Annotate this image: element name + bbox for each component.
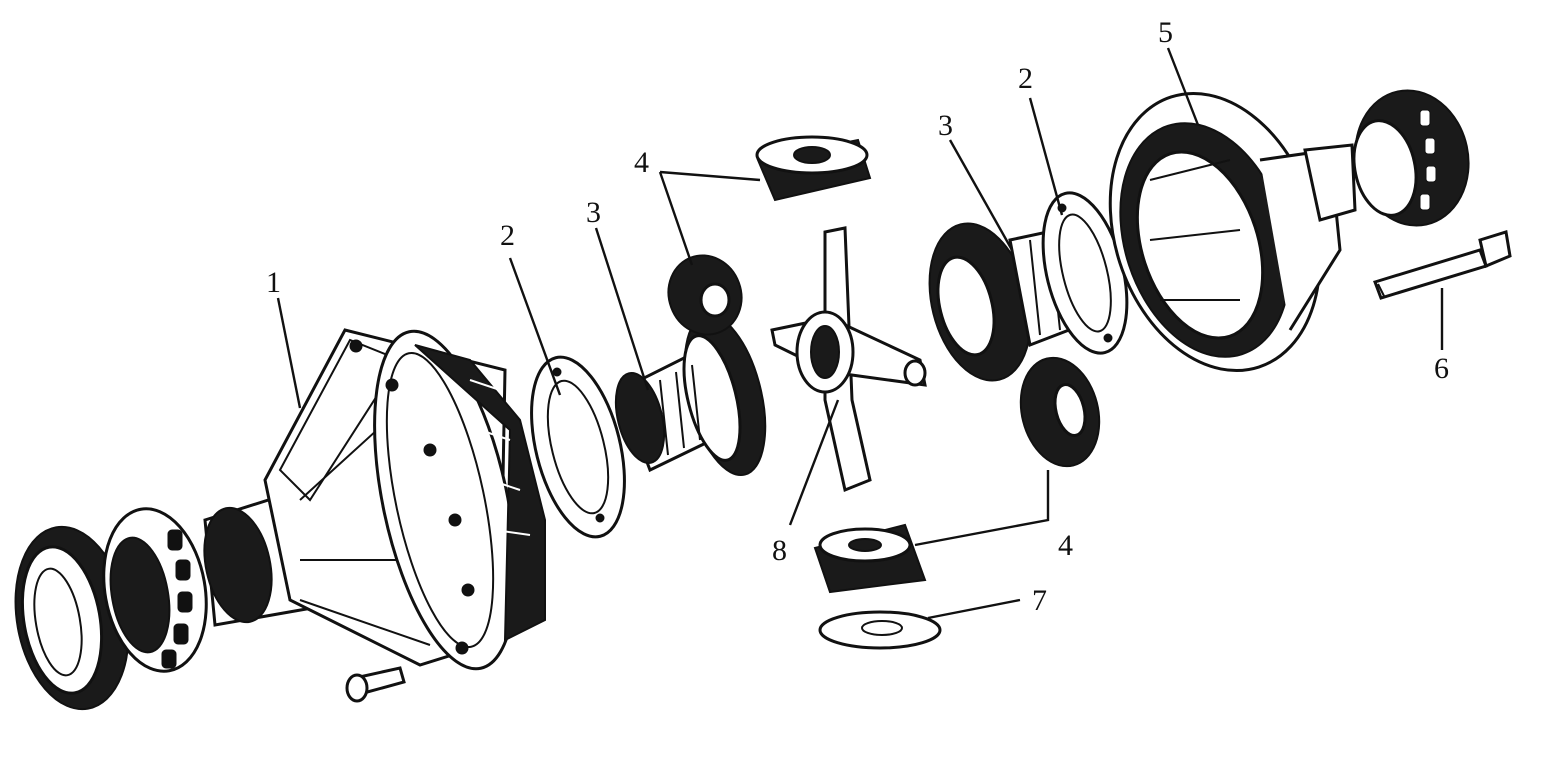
callout-6: 6 [1434, 352, 1449, 385]
pinion-gear-lower [813, 523, 927, 594]
thrust-washer-left [530, 355, 626, 539]
pinion-gear-lower-right [1019, 356, 1101, 468]
callout-5: 5 [1158, 16, 1173, 49]
spider-cross-shaft [770, 226, 927, 493]
leader-5 [1166, 47, 1200, 126]
callout-7: 7 [1032, 584, 1047, 617]
leader-8 [788, 399, 840, 526]
bearing-cone-left [102, 507, 208, 673]
leader-3-left [594, 227, 650, 391]
leader-4-bottom [914, 470, 1050, 547]
callout-labels: 1 2 3 4 3 2 5 6 4 7 8 [266, 16, 1449, 617]
differential-case [203, 328, 546, 671]
callout-4-top: 4 [634, 146, 649, 179]
callout-2-left: 2 [500, 219, 515, 252]
callout-1: 1 [266, 266, 281, 299]
callout-4-bottom: 4 [1058, 529, 1073, 562]
leader-1 [276, 297, 302, 409]
leader-4-top-b [658, 171, 694, 266]
bearing-right [1352, 89, 1470, 227]
side-gear-left [614, 313, 767, 477]
leader-4-top-a [659, 170, 761, 182]
callout-3-left: 3 [586, 196, 601, 229]
case-bolt [345, 666, 406, 703]
leader-lines [276, 47, 1444, 620]
pinion-thrust-washer [818, 610, 942, 650]
case-long-bolt [1373, 230, 1512, 300]
callout-2-right: 2 [1018, 62, 1033, 95]
leader-7 [927, 598, 1021, 620]
leader-3-right [948, 139, 1014, 251]
leader-2-left [508, 257, 562, 396]
bearing-cup-left [14, 525, 130, 711]
pinion-gear-mid [667, 254, 743, 336]
pinion-gear-top [755, 135, 872, 202]
callout-3-right: 3 [938, 109, 953, 142]
leader-2-right [1028, 97, 1064, 216]
callout-8: 8 [772, 534, 787, 567]
differential-case-half [1108, 91, 1357, 373]
